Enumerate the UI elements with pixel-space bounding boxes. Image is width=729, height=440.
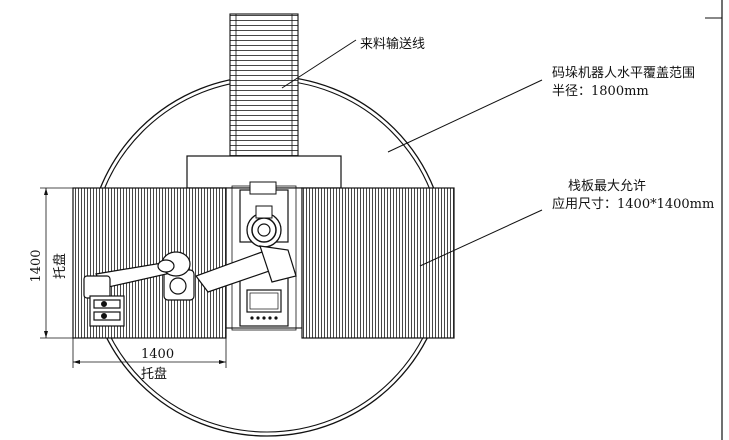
right-pallet bbox=[301, 187, 455, 339]
coverage-leader-line bbox=[387, 79, 543, 153]
horizontal-dimension-label: 托盘 bbox=[141, 366, 167, 382]
vertical-dimension bbox=[40, 187, 73, 339]
coverage-radius: 半径：1800mm bbox=[552, 84, 649, 99]
robot-base-joint bbox=[246, 205, 282, 248]
horizontal-dimension-value: 1400 bbox=[141, 347, 174, 362]
conveyor-label: 来料输送线 bbox=[360, 36, 425, 52]
pallet-title: 栈板最大允许 bbox=[568, 178, 646, 194]
control-screen bbox=[246, 289, 282, 313]
conveyor-leader-line bbox=[281, 39, 357, 89]
pallet-leader-line bbox=[419, 209, 543, 267]
pallet-size: 应用尺寸：1400*1400mm bbox=[552, 196, 714, 212]
coverage-title: 码垛机器人水平覆盖范围 bbox=[552, 66, 695, 81]
horizontal-dimension bbox=[72, 338, 227, 368]
robot-arm bbox=[83, 245, 297, 327]
vertical-dimension-label: 托盘 bbox=[52, 253, 68, 279]
vertical-dimension-value: 1400 bbox=[29, 249, 44, 282]
infeed-conveyor bbox=[229, 13, 299, 157]
